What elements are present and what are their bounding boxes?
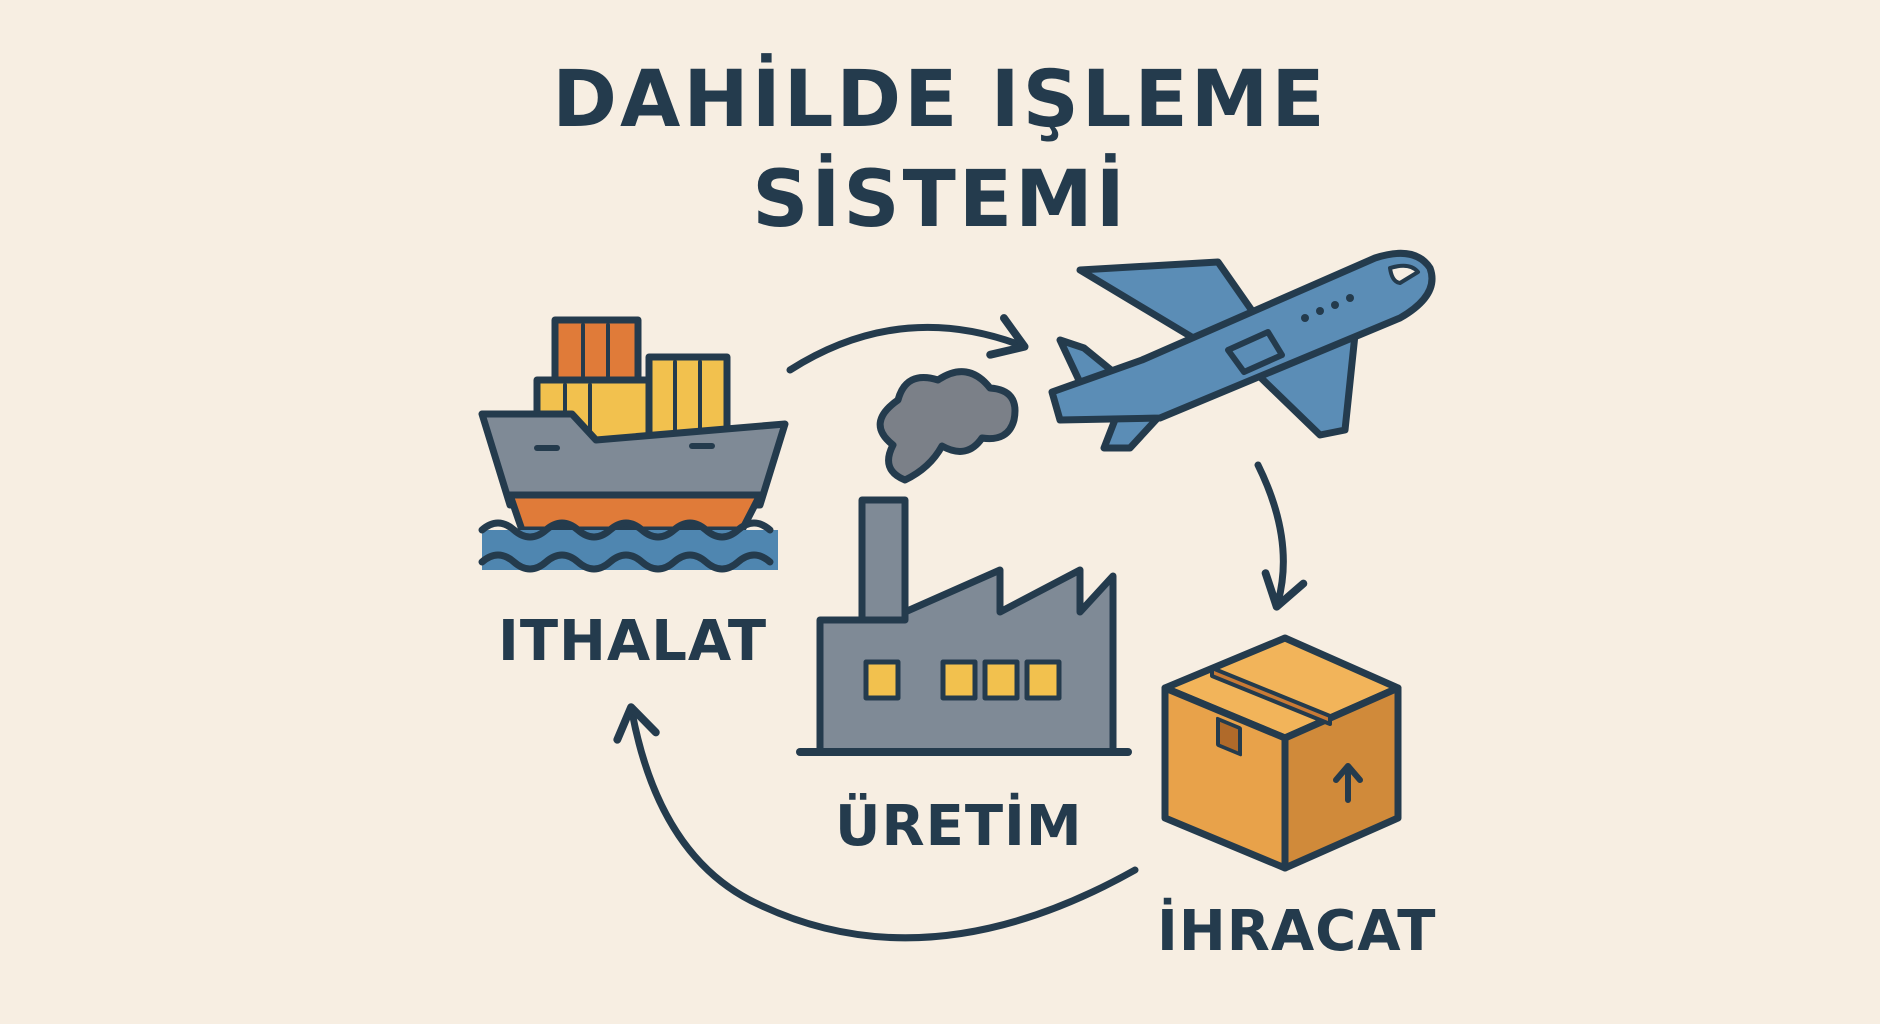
plane-fuselage bbox=[1048, 249, 1436, 424]
label-export: İHRACAT bbox=[1157, 899, 1437, 964]
factory-window-3 bbox=[982, 659, 1020, 701]
box-tape bbox=[1210, 666, 1332, 726]
factory-icon bbox=[796, 368, 1132, 756]
container-top bbox=[551, 316, 642, 384]
factory-window-4 bbox=[1024, 659, 1062, 701]
box-label bbox=[1216, 716, 1242, 757]
plane-engine bbox=[1225, 329, 1285, 375]
factory-window-2 bbox=[940, 659, 978, 701]
label-production: ÜRETİM bbox=[835, 794, 1083, 859]
arrow-plane-to-export bbox=[1254, 461, 1308, 611]
arrow-icon bbox=[613, 314, 1308, 942]
box-icon bbox=[1161, 634, 1402, 872]
label-import: ITHALAT bbox=[498, 609, 768, 674]
title-line-1: DAHİLDE IŞLEME bbox=[552, 55, 1328, 145]
ship-icon bbox=[478, 316, 789, 573]
factory-smoke bbox=[876, 368, 1019, 484]
arrow-up-icon bbox=[1333, 763, 1363, 803]
arrow-export-to-import bbox=[613, 703, 1139, 942]
arrow-import-to-plane bbox=[786, 314, 1029, 374]
plane-windows bbox=[1301, 294, 1354, 322]
diagram-title: DAHİLDE IŞLEME SİSTEMİ bbox=[0, 50, 1880, 250]
factory-window-1 bbox=[863, 659, 901, 701]
title-line-2: SİSTEMİ bbox=[752, 155, 1128, 245]
plane-cockpit bbox=[1388, 263, 1420, 285]
factory-chimney bbox=[858, 496, 909, 629]
airplane-icon bbox=[1048, 249, 1436, 452]
